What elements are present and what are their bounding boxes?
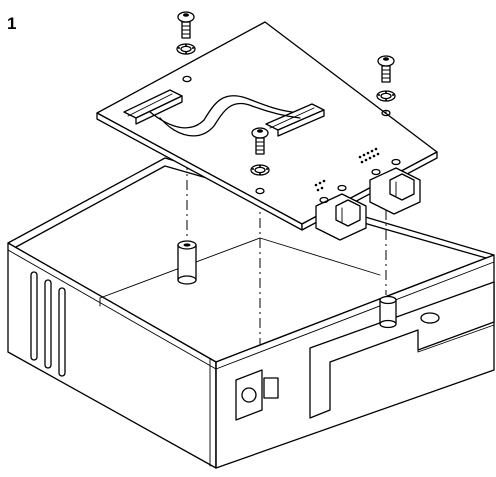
mounting-screw-1 bbox=[176, 11, 196, 55]
enclosure-inner-rim bbox=[15, 165, 487, 259]
board-hole-3 bbox=[381, 109, 391, 117]
ribbon-cable bbox=[149, 95, 301, 137]
rj45-port-2 bbox=[369, 167, 421, 215]
mounting-screw-2 bbox=[250, 127, 270, 176]
cutout-hole bbox=[420, 312, 440, 324]
board-components bbox=[314, 147, 401, 204]
rj45-port-1 bbox=[315, 193, 367, 241]
step-number: 1 bbox=[7, 14, 17, 33]
mount-tab bbox=[263, 377, 279, 399]
standoff-rear bbox=[379, 295, 397, 329]
board-hole-2 bbox=[255, 187, 265, 195]
mounting-screw-3 bbox=[376, 55, 396, 102]
vent-slots bbox=[30, 271, 66, 377]
standoff-front bbox=[177, 240, 197, 285]
board-hole-1 bbox=[182, 75, 192, 83]
mount-hole-circle bbox=[241, 387, 257, 403]
cable-connector-left bbox=[123, 89, 183, 125]
mount-hole-square bbox=[235, 369, 263, 421]
enclosure-box bbox=[7, 157, 495, 469]
alignment-lines bbox=[186, 110, 387, 345]
enclosure-right-face bbox=[215, 254, 495, 469]
circuit-board bbox=[96, 21, 438, 241]
